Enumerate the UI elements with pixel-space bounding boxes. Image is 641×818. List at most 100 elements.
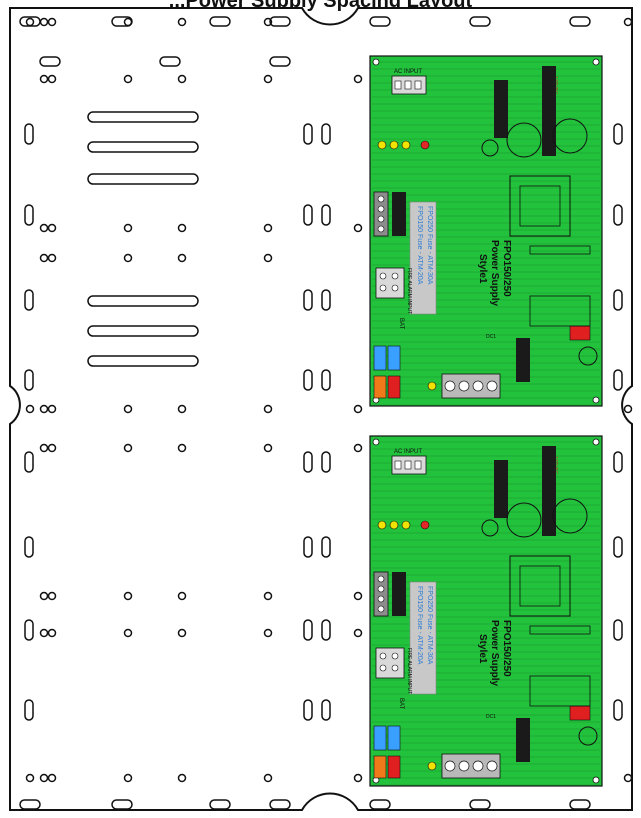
- grid-hole: [263, 443, 273, 453]
- status-led: [389, 140, 399, 150]
- connector-header: [392, 192, 406, 236]
- long-horizontal-slot: [87, 173, 199, 185]
- grid-hole: [123, 17, 133, 27]
- connector-pin: [394, 460, 402, 470]
- status-led: [401, 520, 411, 530]
- transformer-core: [519, 565, 561, 607]
- grid-hole: [39, 74, 49, 84]
- grid-hole: [177, 404, 187, 414]
- grid-hole: [177, 223, 187, 233]
- capacitor: [552, 498, 588, 534]
- connector-pin: [414, 460, 422, 470]
- edge-hole: [353, 443, 363, 453]
- status-led: [377, 520, 387, 530]
- edge-hole: [353, 628, 363, 638]
- ac-input-label: AC INPUT: [394, 69, 422, 75]
- grid-hole: [39, 443, 49, 453]
- upper-slot: [269, 56, 291, 67]
- grid-hole: [39, 223, 49, 233]
- board-mount-hole: [372, 438, 380, 446]
- connector-header: [392, 572, 406, 616]
- right-vertical-slot: [613, 699, 623, 721]
- grid-hole: [39, 591, 49, 601]
- diagram-title: ...Power Supply Spacing Layout: [168, 0, 473, 12]
- terminal-screw: [391, 284, 399, 292]
- grid-hole: [177, 74, 187, 84]
- grid-hole: [263, 773, 273, 783]
- grid-hole: [263, 253, 273, 263]
- status-led: [377, 140, 387, 150]
- right-vertical-slot: [613, 369, 623, 391]
- terminal-screw: [377, 585, 385, 593]
- board-mount-hole: [592, 58, 600, 66]
- terminal-screw: [377, 205, 385, 213]
- grid-hole: [47, 591, 57, 601]
- type-label: Power Supply: [489, 620, 500, 687]
- top-edge-slot: [469, 16, 491, 27]
- long-horizontal-slot: [87, 325, 199, 337]
- long-horizontal-slot: [87, 355, 199, 367]
- status-led: [389, 520, 399, 530]
- terminal-screw: [486, 760, 498, 772]
- terminal-screw: [444, 380, 456, 392]
- fire-alarm-label: FIRE ALARM INPUT: [406, 648, 412, 694]
- edge-hole: [353, 404, 363, 414]
- grid-hole: [263, 591, 273, 601]
- fuse-spec-b: FPO250 Fuse - ATM-30A: [426, 206, 433, 285]
- capacitor: [506, 122, 542, 158]
- grid-hole: [123, 74, 133, 84]
- grid-hole: [177, 773, 187, 783]
- terminal-screw: [379, 284, 387, 292]
- grid-hole: [263, 223, 273, 233]
- corner-hole: [25, 17, 35, 27]
- terminal-screw: [391, 652, 399, 660]
- status-led: [427, 381, 437, 391]
- capacitor: [552, 118, 588, 154]
- relay-block: [494, 460, 508, 518]
- top-edge-slot: [369, 16, 391, 27]
- center-vertical-slot: [321, 369, 331, 391]
- blade-fuse: [387, 725, 401, 751]
- left-vertical-slot: [24, 699, 34, 721]
- board-mount-hole: [592, 776, 600, 784]
- capacitor: [578, 726, 598, 746]
- grid-hole: [123, 773, 133, 783]
- grid-hole: [123, 591, 133, 601]
- center-vertical-slot: [321, 451, 331, 473]
- corner-hole: [623, 773, 633, 783]
- ac-input-label: AC INPUT: [394, 449, 422, 455]
- blade-fuse: [373, 375, 387, 399]
- right-vertical-slot: [613, 619, 623, 641]
- transformer: [509, 555, 571, 617]
- blade-fuse: [373, 345, 387, 371]
- component-outline: [529, 295, 591, 327]
- grid-hole: [39, 628, 49, 638]
- board-mount-hole: [372, 58, 380, 66]
- mounting-holes: [19, 16, 633, 810]
- capacitor: [506, 502, 542, 538]
- grid-hole: [177, 253, 187, 263]
- fuse-label-panel: [409, 581, 437, 695]
- terminal-screw: [458, 760, 470, 772]
- capacitor-block: [516, 338, 530, 382]
- diagram-header: ...Power Supply Spacing Layout: [0, 0, 641, 30]
- right-vertical-slot: [613, 289, 623, 311]
- center-vertical-slot: [303, 619, 313, 641]
- battery-label: BAT: [398, 318, 404, 330]
- grid-hole: [47, 253, 57, 263]
- edge-hole: [353, 773, 363, 783]
- grid-hole: [47, 628, 57, 638]
- grid-hole: [177, 628, 187, 638]
- dc-output-label: DC1: [486, 714, 496, 720]
- left-vertical-slot: [24, 536, 34, 558]
- terminal-screw: [379, 664, 387, 672]
- center-vertical-slot: [321, 123, 331, 145]
- fire-alarm-label: FIRE ALARM INPUT: [406, 268, 412, 314]
- grid-hole: [123, 628, 133, 638]
- relay: [569, 705, 591, 721]
- corner-hole: [623, 17, 633, 27]
- battery-label: BAT: [398, 698, 404, 710]
- edge-hole: [353, 591, 363, 601]
